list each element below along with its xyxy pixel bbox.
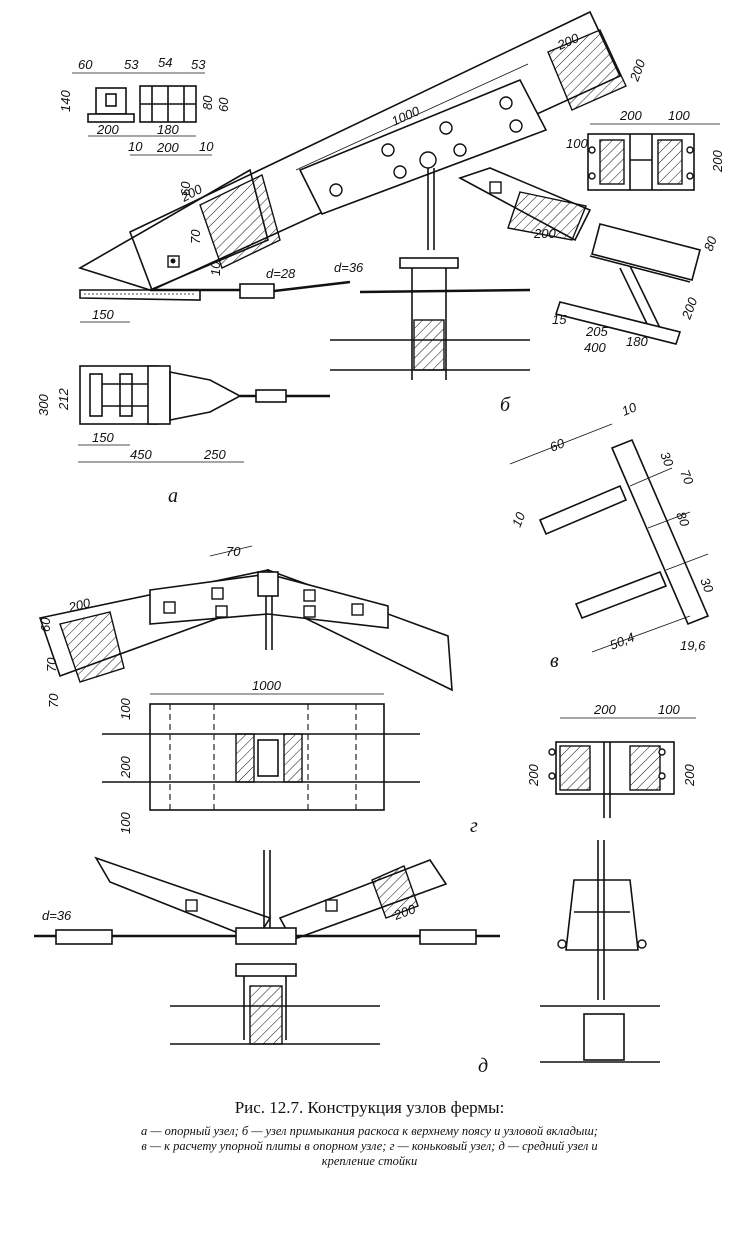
dim-label: 60: [178, 181, 193, 196]
dim-label: 100: [658, 702, 680, 717]
detail-b-sections: 200 100 100 200 80 15 205 200 180 400: [552, 108, 725, 355]
dim-label: 140: [58, 90, 73, 112]
dim-label: 70: [226, 544, 241, 559]
caption-line: а — опорный узел; б — узел примыкания ра…: [141, 1124, 598, 1138]
dim-label: 100: [118, 812, 133, 834]
detail-letter-d: д: [478, 1055, 488, 1077]
dim-label: 200: [682, 764, 697, 787]
dim-label: d=36: [42, 908, 72, 923]
dim-label: 50,4: [608, 629, 637, 652]
dim-label: d=36: [334, 260, 364, 275]
dim-label: 150: [92, 430, 114, 445]
caption-line: в — к расчету упорной плиты в опорном уз…: [141, 1139, 598, 1153]
dim-label: 1000: [252, 678, 282, 693]
dim-label: 30: [697, 576, 717, 596]
dim-label: 54: [158, 55, 172, 70]
caption-title: Рис. 12.7. Конструкция узлов фермы:: [234, 1098, 505, 1117]
dim-label: 53: [124, 57, 139, 72]
dim-label: 10: [509, 509, 529, 529]
dim-label: 80: [200, 95, 215, 110]
dim-label: 180: [157, 122, 179, 137]
detail-a-plan: 300 212 150 450 250 а: [36, 365, 330, 507]
truss-node-drawings: 60 53 54 53 140 200 180 10 200 10 80 60 …: [34, 10, 725, 1077]
dim-label: 53: [191, 57, 206, 72]
dim-label: 200: [626, 57, 648, 84]
dim-label: 19,6: [680, 638, 706, 653]
detail-b-upper-chord-node: 1000 200 200 200 б: [128, 10, 649, 416]
figure-caption: Рис. 12.7. Конструкция узлов фермы: а — …: [0, 1098, 739, 1169]
dim-label: 200: [66, 595, 92, 615]
dim-label: 200: [533, 226, 556, 241]
dim-label: 100: [668, 108, 690, 123]
dim-label: 70: [677, 468, 697, 488]
dim-label: 60: [78, 57, 93, 72]
dim-label: 15: [552, 312, 567, 327]
dim-label: 10: [620, 399, 640, 419]
dim-label: 200: [526, 764, 541, 787]
dim-label: d=28: [266, 266, 296, 281]
dim-label: 10: [199, 139, 214, 154]
dim-label: 70: [44, 657, 59, 672]
dim-label: 205: [585, 324, 608, 339]
detail-d-middle-node: d=36 200 д: [34, 840, 660, 1077]
dim-label: 200: [96, 122, 119, 137]
dim-label: 450: [130, 447, 152, 462]
detail-g-ridge-node: 70 200 60 70 70 1000 100 200 100 г 200 1…: [38, 544, 697, 837]
detail-letter-a: а: [168, 485, 178, 507]
dim-label: 180: [626, 334, 648, 349]
dim-label: 70: [188, 229, 203, 244]
dim-label: 300: [36, 394, 51, 416]
dim-label: 70: [46, 693, 61, 708]
dim-label: 100: [118, 698, 133, 720]
dim-label: 60: [548, 435, 568, 455]
dim-label: 80: [673, 510, 693, 530]
dim-label: 400: [584, 340, 606, 355]
detail-letter-v: в: [550, 650, 559, 672]
dim-label: 200: [619, 108, 642, 123]
dim-label: 200: [118, 756, 133, 779]
dim-label: 60: [216, 97, 231, 112]
dim-label: 30: [657, 450, 677, 470]
detail-a-sections: 60 53 54 53 140 200 180 10 200 10 80 60: [58, 55, 231, 156]
dim-label: 200: [710, 150, 725, 173]
dim-label: 200: [593, 702, 616, 717]
dim-label: 150: [92, 307, 114, 322]
detail-v-plate-calculation: 60 10 30 70 80 10 30 50,4 19,6 в: [509, 399, 717, 672]
dim-label: 10: [208, 261, 223, 276]
dim-label: 100: [566, 136, 588, 151]
detail-letter-g: г: [470, 815, 478, 837]
dim-label: 212: [56, 388, 71, 411]
dim-label: 250: [203, 447, 226, 462]
detail-letter-b: б: [500, 394, 511, 416]
dim-label: 80: [701, 234, 720, 253]
dim-label: 60: [38, 617, 53, 632]
dim-label: 200: [156, 140, 179, 155]
caption-line: крепление стойки: [321, 1154, 418, 1168]
dim-label: 200: [678, 295, 700, 322]
dim-label: 10: [128, 139, 143, 154]
detail-a-support-node: 200 60 70 10 150 d=28 d=36: [78, 168, 364, 323]
